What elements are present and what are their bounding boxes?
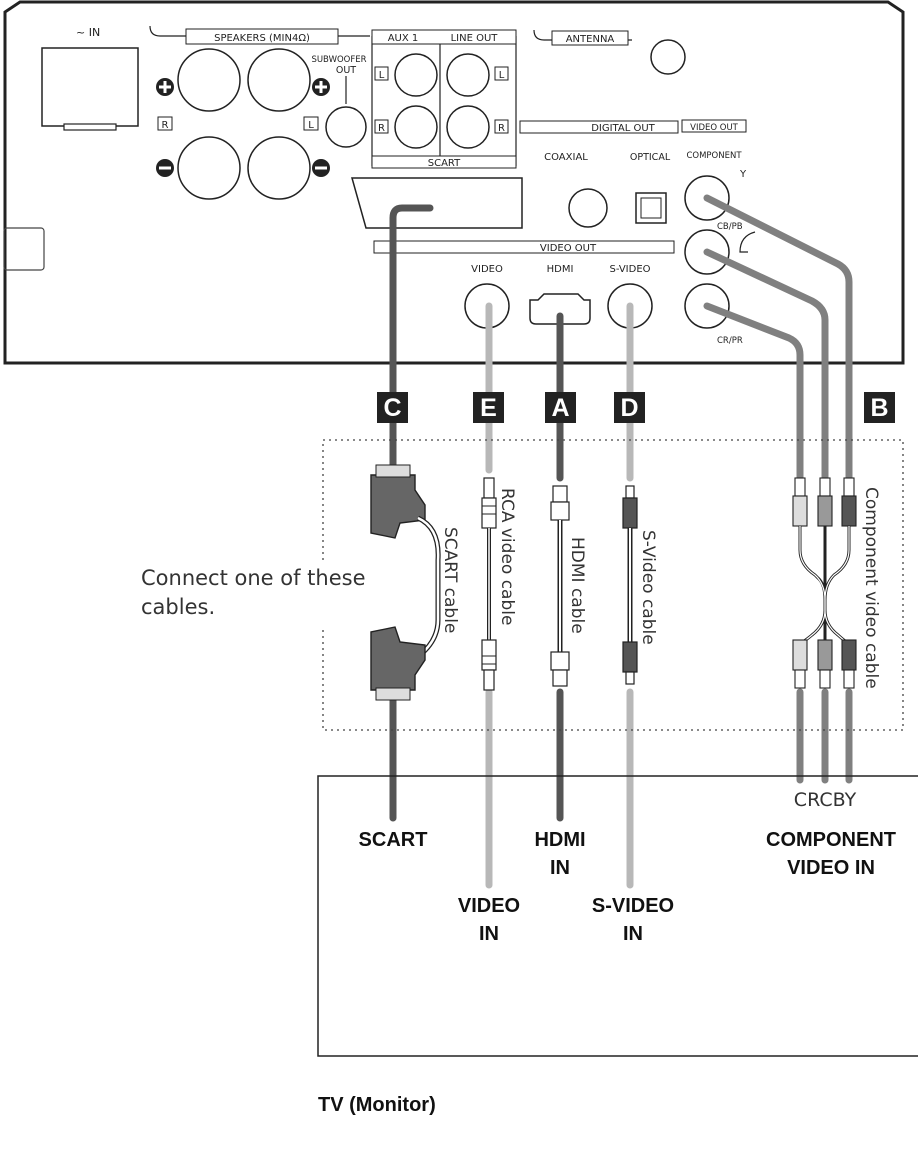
aux-l-jack [394,53,438,97]
scart-cable-label: SCART cable [440,527,460,633]
video-out-bar-label: VIDEO OUT [540,243,597,254]
coaxial-label: COAXIAL [544,152,588,163]
svideo-cable-label: S-Video cable [638,530,658,645]
aux-r-jack [394,105,438,149]
cb-pb-label: CB/PB [717,222,743,232]
scart-port [351,177,523,229]
tv-scart-in: SCART [359,829,428,851]
hdmi-port [529,293,591,325]
cable-badges: C E A D B [377,392,895,423]
badge-d [614,392,645,423]
component-video-cable [792,477,857,689]
aux-r-tag: R [378,123,385,134]
optical-label: OPTICAL [630,152,671,163]
antenna-jack [650,39,686,75]
badge-b-text: B [870,394,888,422]
minus-icon [156,159,330,177]
component-cb-line [703,248,829,482]
badge-d-text: D [620,394,638,422]
hdmi-cable [550,485,570,687]
rear-panel: ~ IN SPEAKERS (MIN4Ω) R L SUBWOOFER OUT [3,0,905,365]
badge-c [377,392,408,423]
aux-l-tag: L [379,70,385,81]
scart-panel-label: SCART [428,158,461,169]
tv-hdmi-in-2: IN [550,857,570,879]
cable-options-box [322,439,904,731]
badge-b [864,392,895,423]
component-label: COMPONENT [686,151,742,161]
ac-in-label: ~ IN [76,26,100,39]
y-label: Y [739,169,747,180]
video-out-box-label: VIDEO OUT [690,123,739,133]
coaxial-jack [568,188,608,228]
line-out-label: LINE OUT [451,33,499,44]
tv-video-in-2: IN [479,923,499,945]
hdmi-cable-label: HDMI cable [567,537,587,634]
svideo-label: S-VIDEO [609,264,650,275]
tv-svideo-in-2: IN [623,923,643,945]
speaker-r-label: R [162,120,169,131]
instruction-line-1: Connect one of these [141,566,366,590]
speaker-terminal-l-neg [247,136,311,200]
svideo-cable [622,485,638,685]
component-cable-label: Component video cable [861,487,881,689]
speaker-l-label: L [308,120,314,131]
badge-a-text: A [551,394,569,422]
badge-e [473,392,504,423]
plus-icon [156,78,330,96]
subwoofer-label-1: SUBWOOFER [311,55,366,65]
tv-title: TV (Monitor) [318,1094,436,1116]
line-l-tag: L [499,70,505,81]
subwoofer-label-2: OUT [336,65,356,76]
badge-a [545,392,576,423]
tv-monitor: SCART VIDEO IN HDMI IN S-VIDEO IN CRCBY … [317,775,918,1116]
subwoofer-jack [325,106,367,148]
tv-component-in-1: COMPONENT [766,829,896,851]
tv-hdmi-in-1: HDMI [534,829,585,851]
cr-pr-label: CR/PR [717,336,743,346]
speaker-terminal-r-neg [177,136,241,200]
rca-video-cable [481,477,497,691]
line-out-l-jack [446,53,490,97]
speaker-terminal-r-pos [177,48,241,112]
aux1-label: AUX 1 [388,33,419,44]
digital-out-label: DIGITAL OUT [591,123,655,134]
antenna-label: ANTENNA [566,34,615,45]
instruction-line-2: cables. [141,595,215,619]
scart-line-top [389,204,434,479]
tv-component-in-2: VIDEO IN [787,857,875,879]
tv-svideo-in-1: S-VIDEO [592,895,674,917]
tv-video-in-1: VIDEO [458,895,520,917]
tv-component-letters: CRCBY [794,789,857,811]
rca-cable-label: RCA video cable [497,488,517,625]
badge-c-text: C [383,394,401,422]
line-r-tag: R [498,123,505,134]
component-cr-line [703,302,804,482]
badge-e-text: E [480,394,497,422]
line-out-r-jack [446,105,490,149]
speakers-label: SPEAKERS (MIN4Ω) [214,33,310,44]
hdmi-label: HDMI [547,264,574,275]
component-y-line [703,194,853,482]
video-label: VIDEO [471,264,503,275]
component-lines-bottom [796,688,853,784]
speaker-terminal-l-pos [247,48,311,112]
scart-cable [370,464,441,701]
